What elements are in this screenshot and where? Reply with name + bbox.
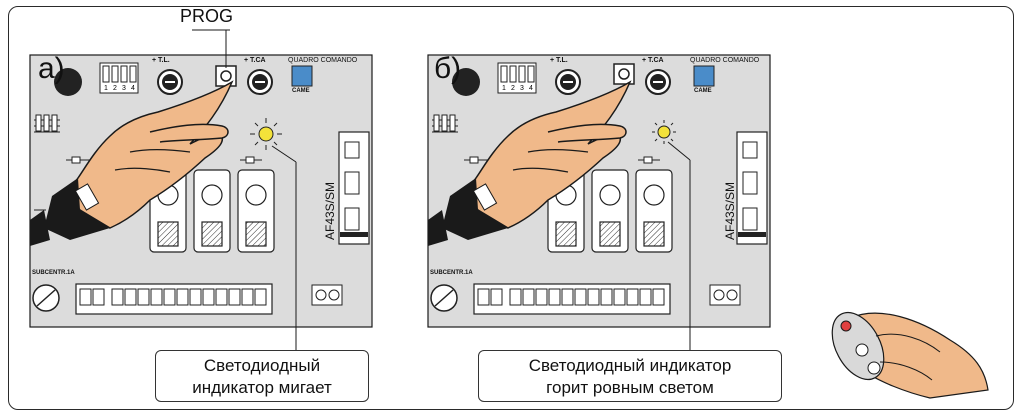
panel-a-dip-switch: 1 2 3 4 xyxy=(99,62,139,94)
panel-b-trimmer-tca xyxy=(645,69,671,95)
prog-label: PROG xyxy=(180,6,234,26)
dip-number: 4 xyxy=(529,85,533,92)
panel-b-label-tca: + T.CA xyxy=(642,57,664,64)
panel-b-terminal-block xyxy=(473,283,671,315)
diagram-frame xyxy=(8,6,1014,410)
panel-b-label-tl: + T.L. xyxy=(550,57,568,64)
panel-b-board-title: QUADRO COMANDO xyxy=(690,57,760,64)
panel-b-callout-line-1: Светодиодный индикатор xyxy=(528,356,732,375)
panel-a-trimmer-tca xyxy=(247,69,273,95)
remote-control-hand xyxy=(831,311,989,399)
panel-b-label-bottom: SUBCENTR.1A xyxy=(430,270,473,276)
panel-a-label-bottom: SUBCENTR.1A xyxy=(32,270,75,276)
panel-b-prog-button xyxy=(613,63,635,85)
dip-number: 2 xyxy=(511,85,515,92)
panel-a-prog-button xyxy=(215,65,237,87)
panel-b-logo-text: CAME xyxy=(694,88,712,94)
panel-a-board-title: QUADRO COMANDO xyxy=(288,57,358,64)
panel-a-led-blinking xyxy=(250,118,282,150)
panel-a-terminal-block xyxy=(75,283,273,315)
panel-a-model: AF43S/SM xyxy=(323,181,337,240)
came-logo-icon xyxy=(693,65,715,87)
panel-a-logo-text: CAME xyxy=(292,88,310,94)
dip-number: 3 xyxy=(122,85,126,92)
panel-a-hand xyxy=(30,80,234,246)
panel-a-label-tca: + T.CA xyxy=(244,57,266,64)
dip-number: 4 xyxy=(131,85,135,92)
dip-number: 1 xyxy=(502,85,506,92)
panel-a-trimmer-tl xyxy=(157,69,183,95)
panel-a-callout-line-2: индикатор мигает xyxy=(192,378,332,397)
panel-a-callout: Светодиодный индикатор мигает xyxy=(155,350,369,402)
came-logo-icon xyxy=(291,65,313,87)
panel-b-letter: б) xyxy=(434,52,462,85)
panel-b-led-steady xyxy=(652,120,676,144)
panel-b-model: AF43S/SM xyxy=(723,181,737,240)
panel-a-letter: а) xyxy=(38,52,65,85)
panel-b-dip-switch: 1 2 3 4 xyxy=(497,62,537,94)
dip-number: 2 xyxy=(113,85,117,92)
dip-number: 1 xyxy=(104,85,108,92)
panel-b-callout: Светодиодный индикатор горит ровным свет… xyxy=(478,350,782,402)
panel-a-callout-line-1: Светодиодный xyxy=(203,356,321,375)
panel-b-trimmer-tl xyxy=(555,69,581,95)
panel-b-callout-line-2: горит ровным светом xyxy=(546,378,714,397)
panel-b-hand xyxy=(428,80,632,246)
dip-number: 3 xyxy=(520,85,524,92)
panel-a-label-tl: + T.L. xyxy=(152,57,170,64)
